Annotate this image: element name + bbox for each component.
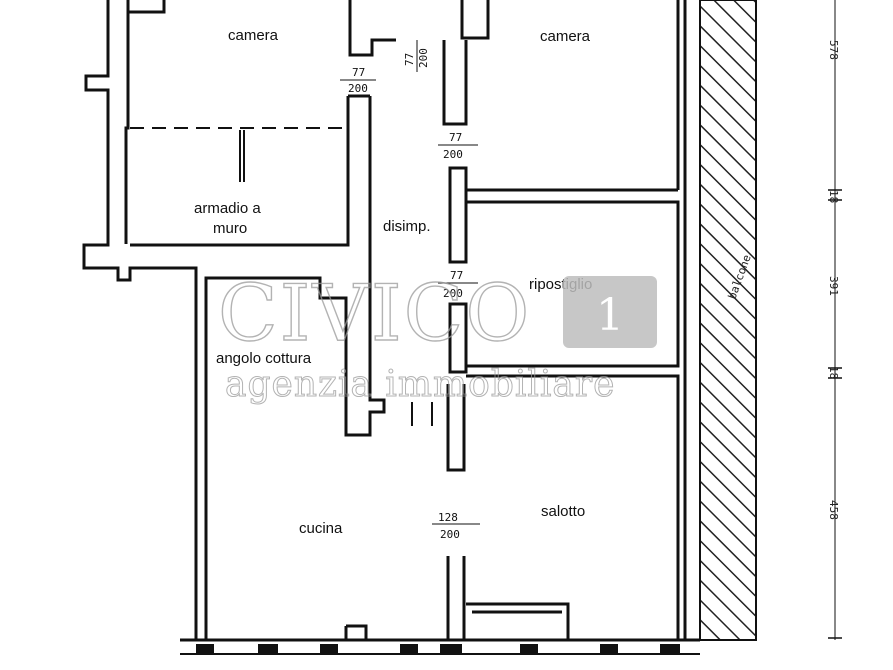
dimension-b: 18 [827,190,840,203]
bottom-wall-blocks [196,644,680,654]
dimension-a: 578 [827,40,840,60]
room-label-camera-right: camera [540,28,591,45]
door-swings [411,402,433,426]
door-5-width: 128 [438,511,458,524]
watermark-number: 1 [596,290,624,341]
watermark-tagline: agenzia immobiliare [225,364,615,405]
door-2-width: 77 [352,66,365,79]
door-label-2: 77 200 [340,66,376,95]
watermark-brand: CIVICO [218,269,531,359]
room-label-camera-left: camera [228,27,279,44]
dimension-e: 458 [827,500,840,520]
watermark-number-box [563,276,657,348]
room-label-cucina: cucina [299,520,343,537]
dimension-c: 391 [827,276,840,296]
door-5-height: 200 [440,528,460,541]
room-label-armadio-2: muro [213,220,247,237]
dimension-d: 18 [827,366,840,379]
door-4-height: 200 [443,287,463,300]
door-1-height: 200 [417,48,430,68]
door-4-width: 77 [450,269,463,282]
door-2-height: 200 [348,82,368,95]
door-label-5: 128 200 [432,511,480,541]
door-label-1: 77 200 [403,40,430,72]
walls [82,0,700,655]
exterior-wall-hatched [683,0,757,641]
door-1-width: 77 [403,53,416,66]
door-3-width: 77 [449,131,462,144]
room-label-angolo-cottura: angolo cottura [216,350,312,367]
room-label-armadio-1: armadio a [194,200,261,217]
door-label-4: 77 200 [438,269,478,300]
door-label-3: 77 200 [438,131,478,161]
watermark: CIVICO 1 agenzia immobiliare [217,268,657,406]
door-3-height: 200 [443,148,463,161]
room-label-disimp: disimp. [383,218,431,235]
room-label-salotto: salotto [541,503,585,520]
dimension-chain: 578 18 391 18 458 [827,0,842,640]
